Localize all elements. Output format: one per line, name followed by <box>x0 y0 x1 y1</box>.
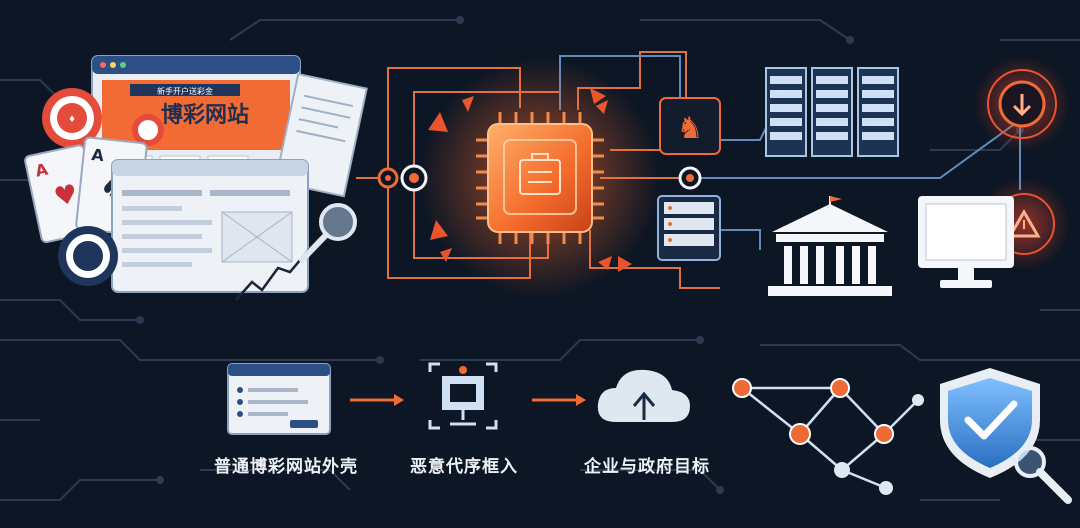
flow-arrow <box>532 394 586 406</box>
banner-title: 博彩网站 <box>161 102 249 128</box>
step-label-malicious-injection: 恶意代序框入 <box>410 457 518 477</box>
svg-text:♦: ♦ <box>68 115 76 125</box>
circuit-traces <box>0 19 1080 501</box>
front-browser-window <box>111 159 309 293</box>
cloud-upload-icon <box>597 369 690 422</box>
shell-site-window-icon <box>227 363 331 435</box>
svg-text:A: A <box>91 145 106 165</box>
connector-node <box>678 166 702 190</box>
security-shield-icon <box>940 368 1072 504</box>
poker-chip-icon: ♦ <box>42 88 102 148</box>
svg-text:A: A <box>33 159 50 180</box>
processor-chip-icon <box>420 58 660 298</box>
poker-chip-icon <box>132 114 164 146</box>
flow-arrow <box>350 394 404 406</box>
data-center-icon <box>765 67 899 157</box>
connector-node <box>400 164 428 192</box>
svg-text:♞: ♞ <box>677 111 704 146</box>
network-graph-icon <box>732 378 924 495</box>
step-label-targets: 企业与政府目标 <box>584 457 710 477</box>
download-warning-icon <box>974 56 1070 152</box>
banner-small-text: 新手开户送彩金 <box>157 86 213 96</box>
server-stack-icon <box>657 195 721 261</box>
code-injection-icon <box>428 362 498 430</box>
government-building-icon <box>768 196 892 296</box>
poker-chip-icon <box>58 226 118 286</box>
trojan-horse-icon: ♞ <box>659 97 721 155</box>
connector-node <box>377 167 399 189</box>
gambling-site-cluster: 新手开户送彩金 博彩网站 ♠ ♦ A <box>24 55 368 301</box>
crack-line <box>235 245 313 301</box>
magnifier-icon <box>299 203 357 263</box>
computer-monitor-icon <box>918 196 1014 288</box>
step-label-shell-site: 普通博彩网站外壳 <box>214 457 358 477</box>
